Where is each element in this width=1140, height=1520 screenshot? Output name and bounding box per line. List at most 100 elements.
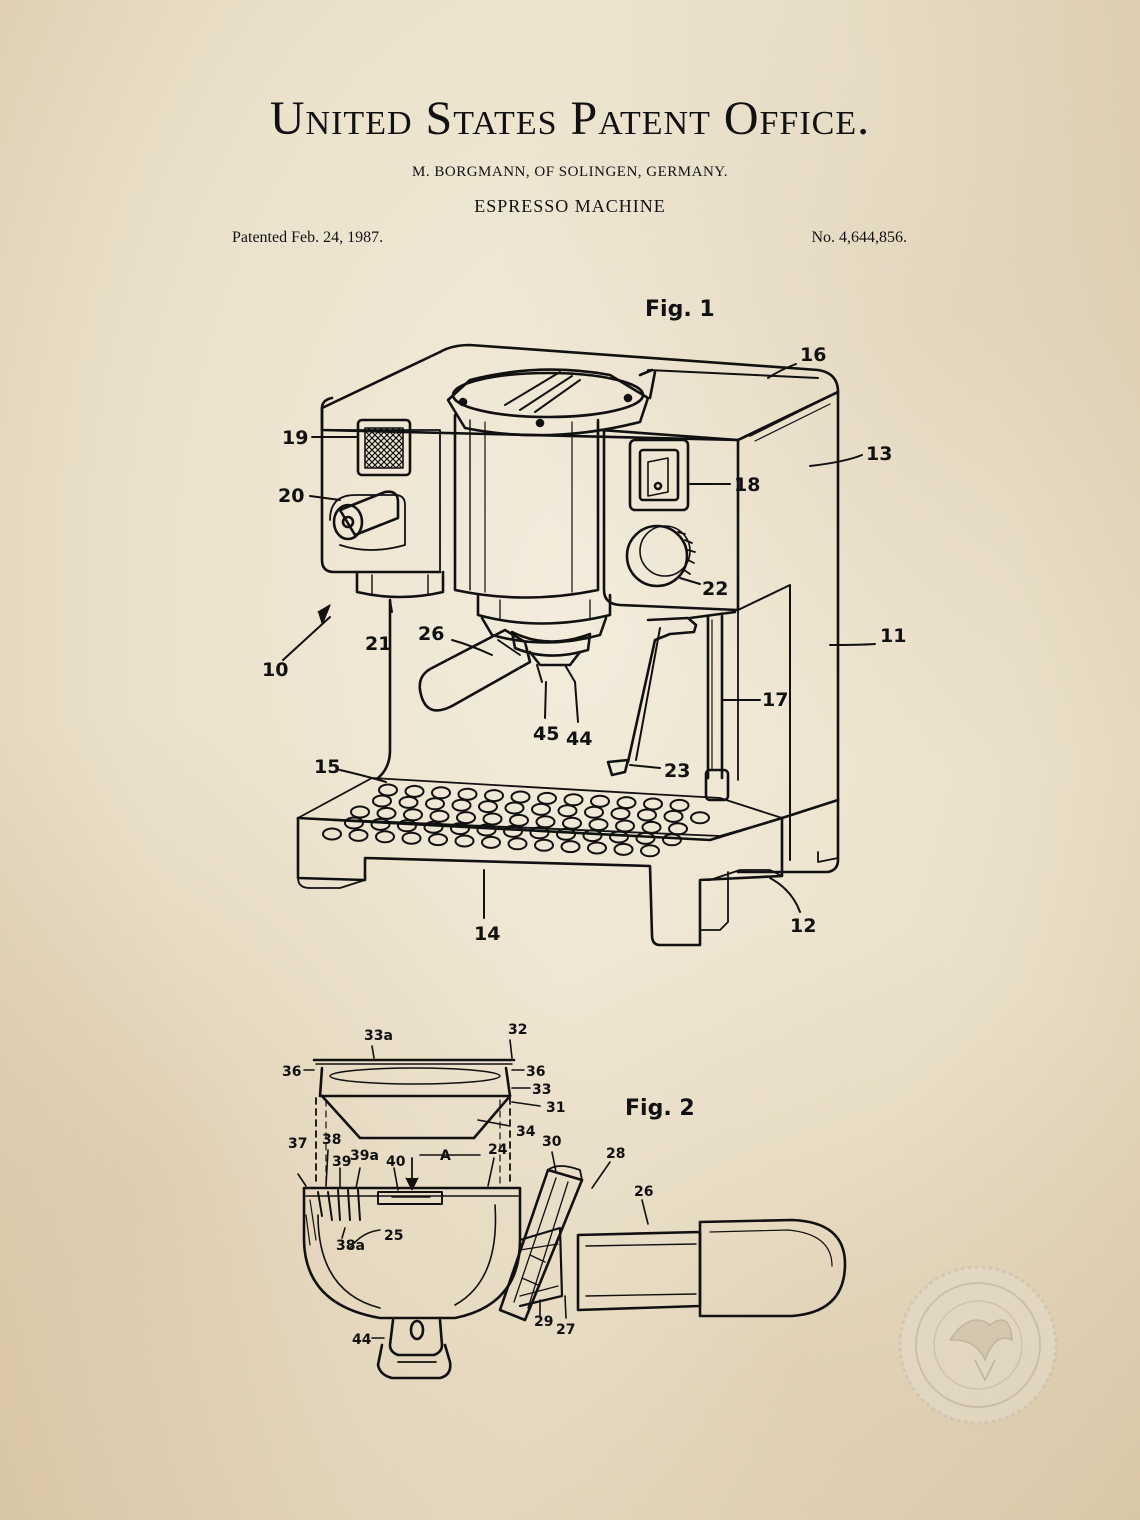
drip-tray-hole: [662, 833, 682, 847]
drip-tray-hole: [615, 819, 635, 833]
fig2-label-38a: 38a: [336, 1238, 365, 1254]
fig2-label-27: 27: [556, 1322, 575, 1338]
drip-tray-hole: [562, 816, 582, 830]
drip-tray-hole: [563, 793, 584, 807]
fig1-label-10: 10: [262, 659, 288, 681]
fig2-label-28: 28: [606, 1146, 625, 1162]
drip-tray-hole: [587, 841, 607, 855]
drip-tray-hole: [503, 824, 523, 838]
fig1-caption: Fig. 1: [645, 297, 715, 322]
drip-tray-hole: [529, 826, 550, 840]
fig1-label-20: 20: [278, 485, 304, 507]
drip-tray-hole: [640, 844, 660, 858]
drip-tray-hole: [635, 831, 656, 845]
patent-number: No. 4,644,856.: [811, 229, 907, 246]
page-title: United States Patent Office.: [269, 92, 871, 145]
drip-tray-hole: [510, 790, 531, 804]
fig2-label-36-right: 36: [526, 1064, 545, 1080]
drip-tray-hole: [609, 830, 629, 844]
fig2-label-31: 31: [546, 1100, 565, 1116]
drip-tray-hole: [370, 817, 391, 831]
fig2-label-A: A: [440, 1148, 451, 1164]
fig2-label-26: 26: [634, 1184, 653, 1200]
drip-tray-hole: [425, 797, 445, 811]
fig1-label-17: 17: [762, 689, 788, 711]
drip-tray-hole: [690, 811, 710, 825]
drip-tray-hole: [398, 795, 419, 809]
drip-tray-hole: [451, 798, 472, 812]
drip-tray-hole: [610, 807, 631, 821]
drip-tray-hole: [534, 838, 554, 852]
fig1-label-14: 14: [474, 923, 500, 945]
fig1-label-45: 45: [533, 723, 559, 745]
drip-tray-hole: [428, 833, 448, 847]
drip-tray-hole: [637, 808, 657, 822]
drip-tray-hole: [378, 783, 398, 797]
fig2-label-39a: 39a: [350, 1148, 379, 1164]
drip-tray-hole: [456, 811, 476, 825]
fig1-label-21: 21: [365, 633, 391, 655]
drip-tray-hole: [429, 809, 450, 823]
drip-tray-hole: [557, 804, 578, 818]
drip-tray-hole: [663, 809, 684, 823]
fig1-label-23: 23: [664, 760, 690, 782]
drip-tray-hole: [350, 805, 370, 819]
drip-tray-hole: [404, 784, 425, 798]
fig1-label-26: 26: [418, 623, 444, 645]
fig2-label-33a: 33a: [364, 1028, 393, 1044]
fig2-label-40: 40: [386, 1154, 406, 1170]
drip-tray-hole: [537, 791, 557, 805]
fig2-labels: 33a 32 36 36 33 31 34 30 28 26 24 37 38 …: [282, 1022, 653, 1348]
fig2-label-39: 39: [332, 1154, 351, 1170]
drip-tray-hole: [397, 819, 417, 833]
fig1-label-12: 12: [790, 915, 816, 937]
inventor-line: M. BORGMANN, OF SOLINGEN, GERMANY.: [412, 164, 728, 180]
patent-date: Patented Feb. 24, 1987.: [232, 229, 384, 246]
fig1-label-19: 19: [282, 427, 308, 449]
drip-tray-hole: [482, 812, 503, 826]
drip-tray-hole: [403, 808, 423, 822]
drip-tray-hole: [616, 796, 637, 810]
drip-tray-hole: [535, 815, 556, 829]
drip-tray-hole: [375, 830, 395, 844]
drip-tray-hole: [454, 834, 475, 848]
drip-tray-hole: [372, 794, 392, 808]
fig2-label-38: 38: [322, 1132, 341, 1148]
drip-tray-hole: [481, 835, 501, 849]
drip-tray-hole: [476, 823, 497, 837]
drip-tray-hole: [584, 805, 604, 819]
fig2-label-32: 32: [508, 1022, 527, 1038]
fig1-label-15: 15: [314, 756, 340, 778]
fig1-label-13: 13: [866, 443, 892, 465]
fig1-label-16: 16: [800, 344, 826, 366]
drip-tray-hole: [504, 801, 525, 815]
drip-tray-hole: [322, 827, 342, 841]
drip-tray-hole: [457, 787, 478, 801]
drip-tray-hole: [613, 842, 634, 856]
drip-tray-hole: [509, 813, 529, 827]
fig1-label-11: 11: [880, 625, 906, 647]
drip-tray-hole: [507, 837, 528, 851]
drip-tray-hole: [531, 802, 551, 816]
drip-tray-hole: [478, 800, 498, 814]
fig2-label-33: 33: [532, 1082, 551, 1098]
drip-tray-hole: [560, 840, 581, 854]
fig2-label-34: 34: [516, 1124, 536, 1140]
drip-tray-hole: [431, 786, 451, 800]
fig2-caption: Fig. 2: [625, 1096, 695, 1121]
drip-tray-holes: [322, 783, 710, 858]
fig2-label-25: 25: [384, 1228, 403, 1244]
eagle-seal-icon: [898, 1265, 1058, 1425]
fig1-label-22: 22: [702, 578, 728, 600]
drip-tray-hole: [582, 829, 603, 843]
drip-tray-hole: [643, 797, 663, 811]
drip-tray-hole: [450, 822, 470, 836]
drip-tray-hole: [348, 828, 369, 842]
fig1-labels: 16 13 19 20 18 22 21 10 26 45 44 11 17 2…: [262, 344, 906, 945]
fig2-portafilter-drawing: [297, 1039, 847, 1380]
fig1-leader-lines: [282, 363, 876, 919]
drip-tray-hole: [668, 822, 688, 836]
fig2-label-36-left: 36: [282, 1064, 301, 1080]
